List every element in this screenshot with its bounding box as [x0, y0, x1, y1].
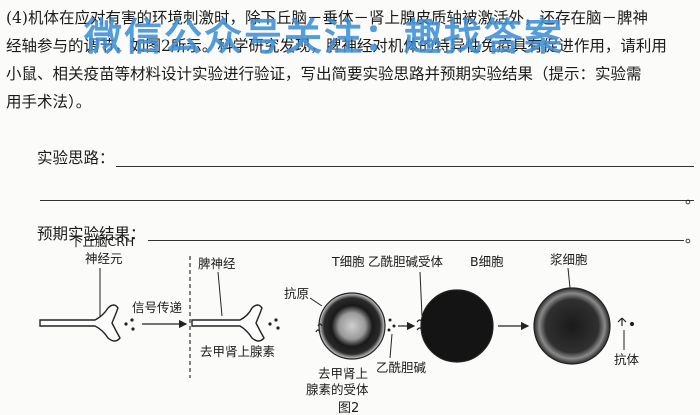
t-cell	[318, 292, 386, 360]
neuron-label: 神经元	[85, 251, 123, 266]
question-line-3: 小鼠、相关疫苗等材料设计实验进行验证，写出简要实验思路并预期实验结果（提示：实验…	[6, 65, 642, 83]
b-cell	[420, 289, 494, 363]
plasma-cell-pointer	[567, 267, 571, 289]
antigen-pointer	[309, 297, 323, 307]
idea-label: 实验思路：	[37, 149, 115, 167]
plasma-cell-label: 浆细胞	[550, 252, 588, 267]
acetylcholine-label: 乙酰胆碱	[376, 360, 427, 375]
ach-receptor-pointer	[419, 271, 423, 317]
antigen-label: 抗原	[284, 286, 309, 301]
signal-label: 信号传递	[132, 300, 183, 315]
idea-answer-line-2[interactable]	[40, 200, 694, 201]
ne-receptor-label-2: 腺素的受体	[306, 382, 369, 397]
ne-receptor-label-1: 去甲肾上	[318, 366, 368, 381]
ach-receptor-marks	[416, 319, 423, 331]
splenic-nerve-label: 脾神经	[198, 256, 236, 271]
figure-caption: 图2	[338, 401, 359, 415]
question-line-2: 经轴参与的调节，如图2所示。科学研究发现，脾神经对机体的特异性免疫具有促进作用，…	[6, 37, 667, 55]
idea-answer-line-1[interactable]	[116, 166, 694, 167]
antibody-marks	[617, 317, 635, 327]
hypothalamus-label: 下丘脑CRH	[70, 234, 134, 249]
b-cell-label: B细胞	[470, 254, 504, 269]
acetylcholine-molecules	[387, 318, 396, 332]
result-answer-line[interactable]	[148, 240, 684, 241]
plasma-cell	[533, 287, 611, 365]
result-end-mark: 。	[685, 228, 700, 246]
figure-2-diagram: 下丘脑CRH 神经元 信号传递 脾神经 去甲肾上腺素 T细胞 抗原 去甲肾上 腺…	[39, 234, 640, 415]
ne-receptor-marks	[315, 323, 323, 333]
splenic-nerve-axon	[191, 304, 265, 342]
signal-molecules	[124, 318, 135, 331]
crh-neuron-axon	[39, 304, 121, 342]
acetylcholine-pointer	[389, 333, 393, 359]
norepinephrine-molecules	[268, 318, 280, 330]
result-label: 预期实验结果：	[37, 225, 146, 243]
t-cell-label: T细胞	[331, 254, 365, 269]
norepinephrine-label: 去甲肾上腺素	[200, 344, 275, 359]
ach-receptor-label: 乙酰胆碱受体	[368, 254, 444, 269]
question-line-1: (4)机体在应对有害的环境刺激时，除下丘脑－垂体－肾上腺皮质轴被激活外，还存在脑…	[6, 9, 648, 27]
antibody-label: 抗体	[614, 352, 640, 367]
idea-end-mark: 。	[685, 189, 700, 207]
question-paragraph: (4)机体在应对有害的环境刺激时，除下丘脑－垂体－肾上腺皮质轴被激活外，还存在脑…	[6, 4, 694, 116]
watermark-overlay: 微信公众号关注：趣找答案	[84, 15, 565, 59]
splenic-nerve-pointer	[217, 271, 223, 317]
question-line-4: 用手术法）。	[6, 93, 92, 111]
